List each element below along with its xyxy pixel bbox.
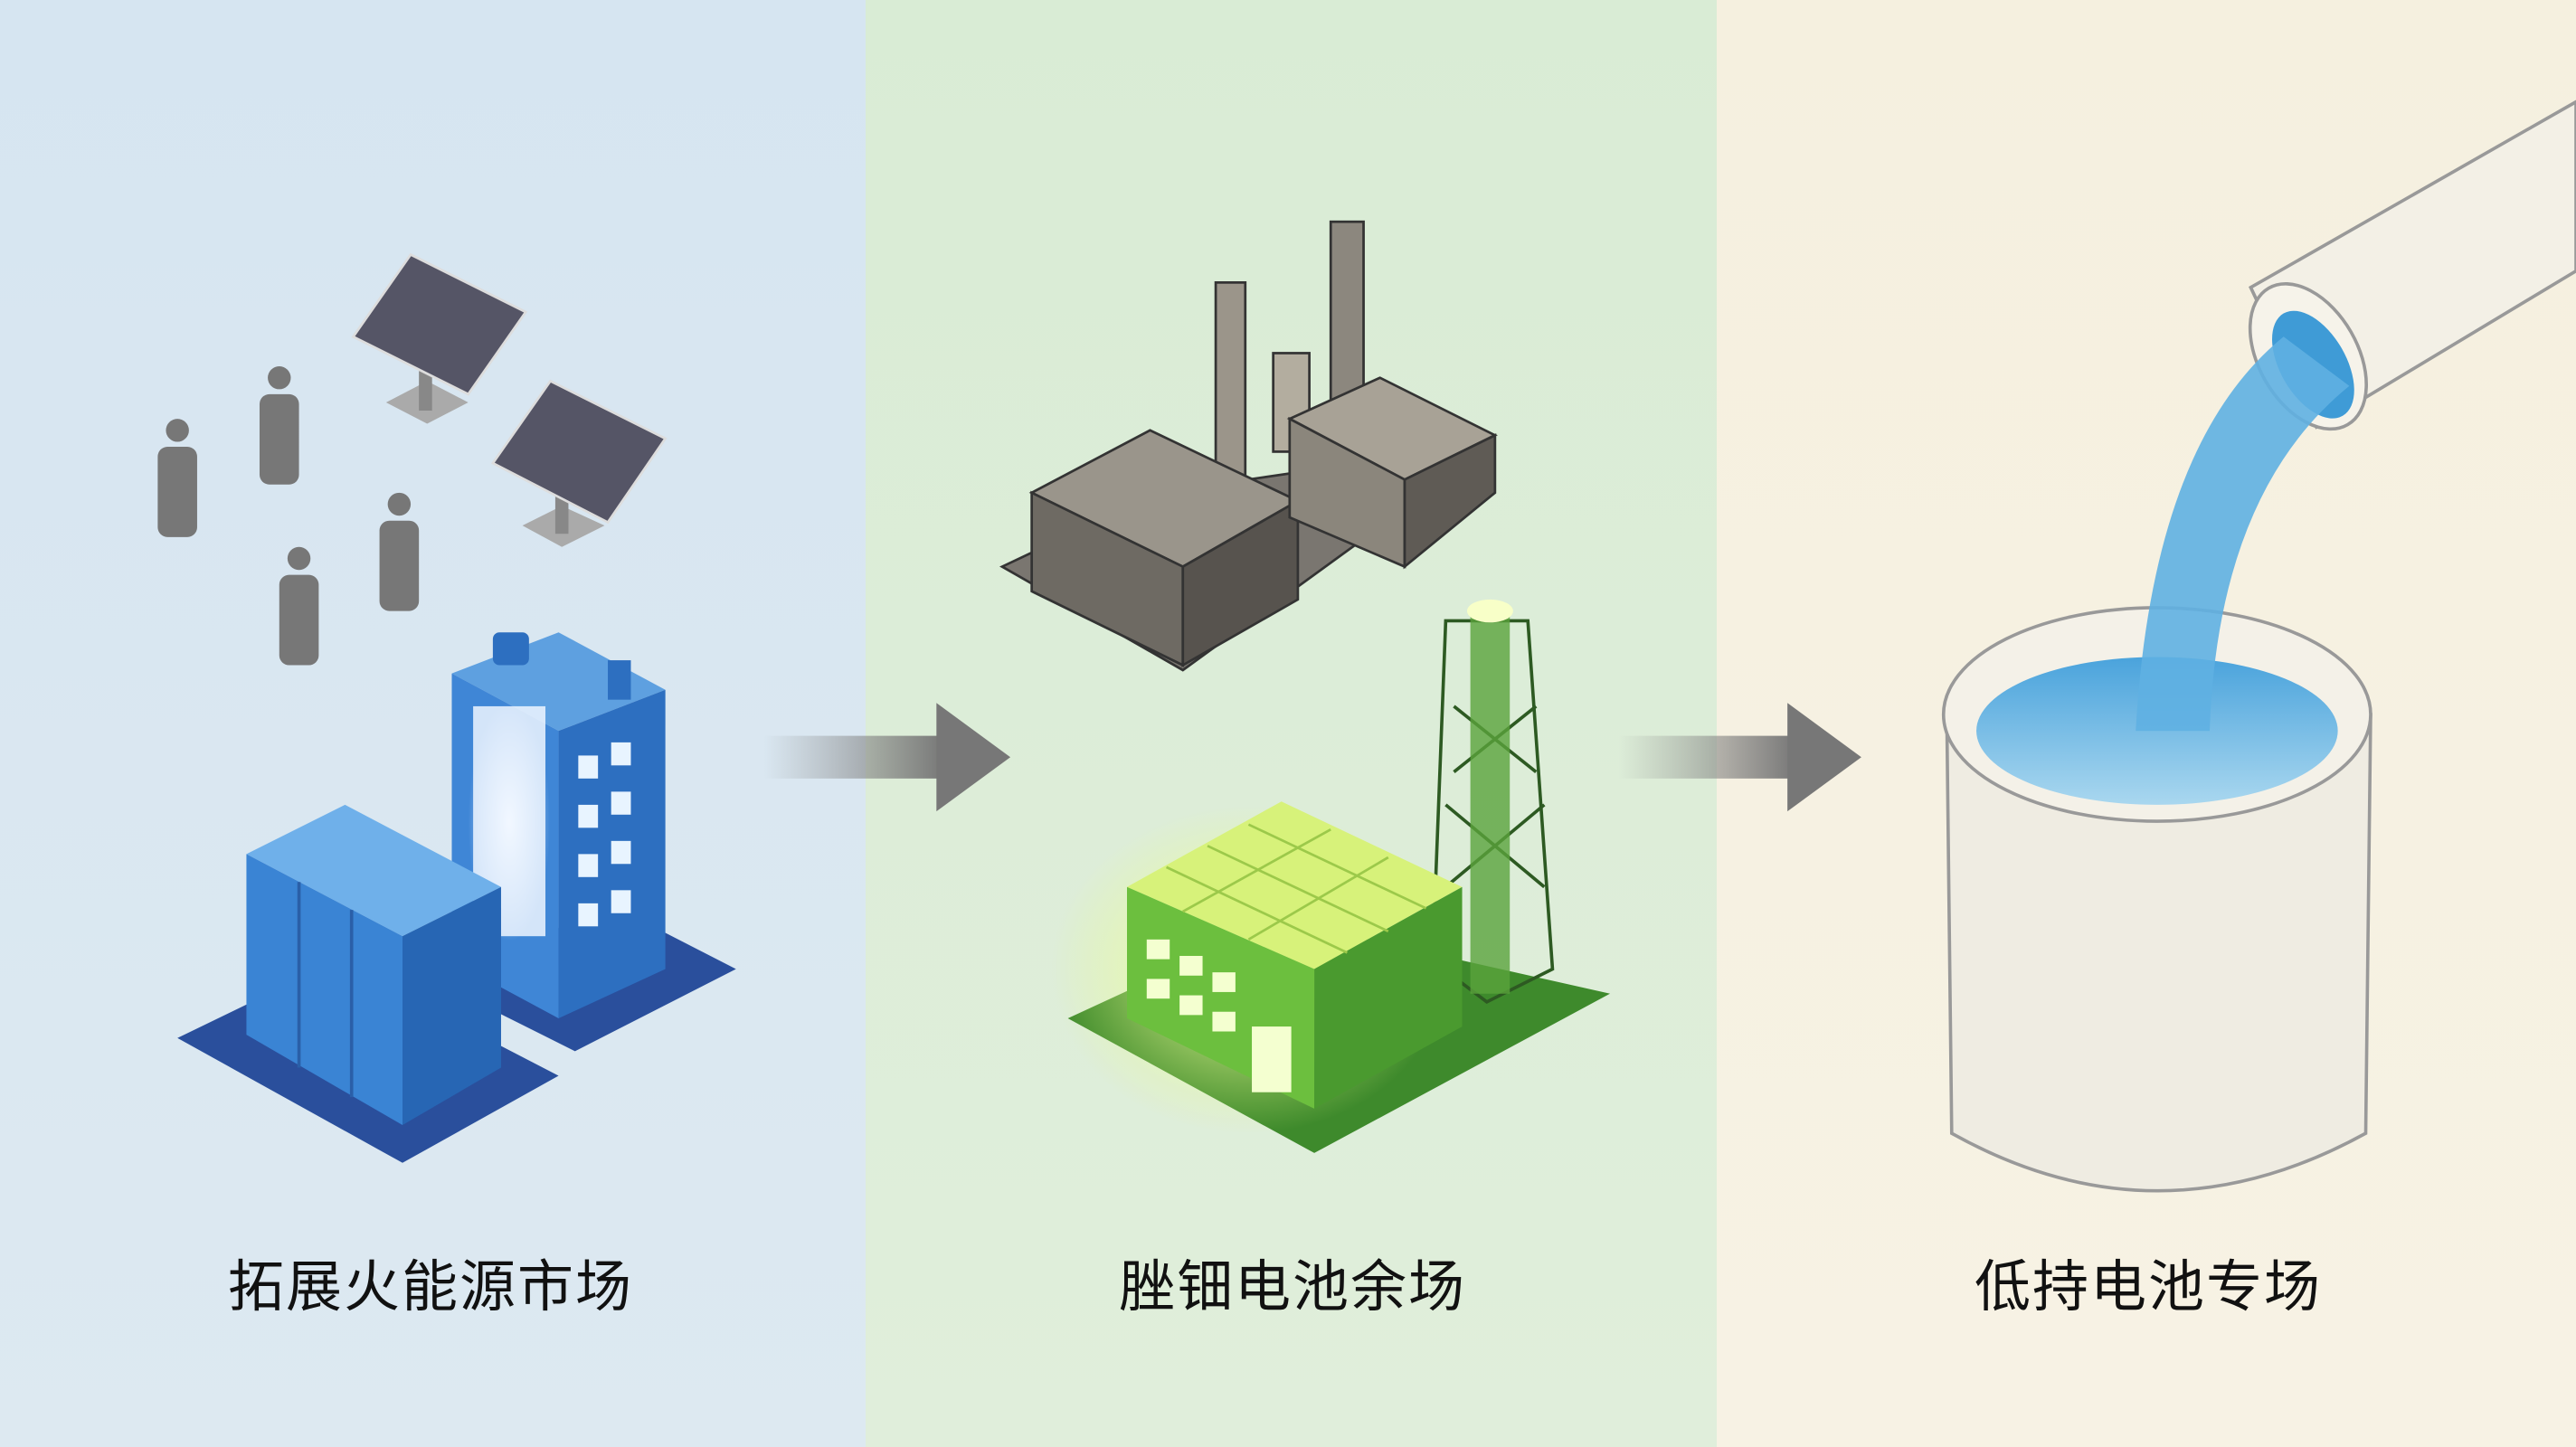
panel-label-battery-storage: 低持电池专场 — [1974, 1253, 2323, 1319]
panel-energy-market — [0, 0, 866, 1447]
people-icon — [157, 365, 420, 666]
power-plant-icon — [177, 632, 736, 1163]
panel-label-energy-market: 拓展火能源市场 — [227, 1253, 634, 1319]
battery-factory-icon — [1051, 599, 1610, 1153]
arrow-right-icon — [1618, 703, 1861, 812]
panel-label-battery-factory: 脞钿电池余场 — [1118, 1253, 1467, 1319]
panel-battery-factory — [866, 0, 1717, 1447]
solar-panel-icon — [351, 252, 668, 547]
arrow-right-icon — [763, 703, 1011, 812]
bucket-icon — [1941, 336, 2372, 1193]
old-factory-icon — [999, 220, 1498, 672]
